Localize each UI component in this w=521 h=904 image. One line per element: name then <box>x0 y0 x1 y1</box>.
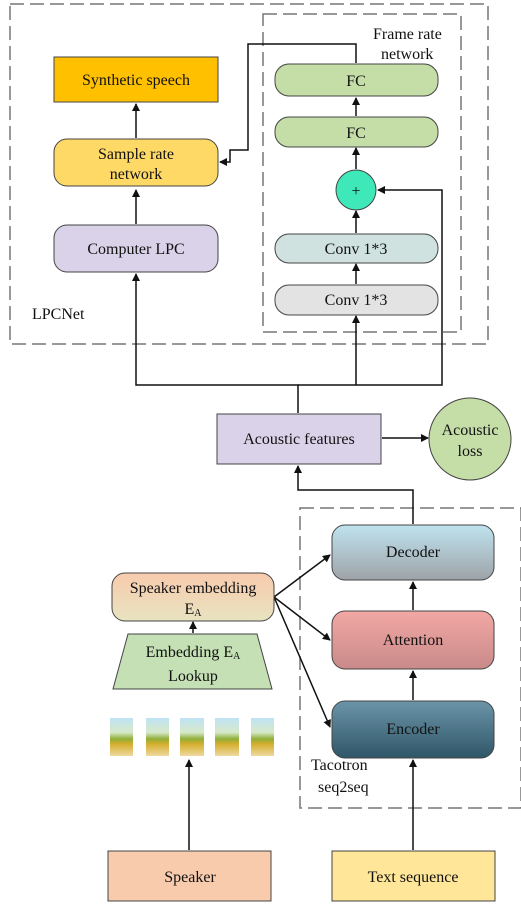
compute-lpc-label: Computer LPC <box>87 241 184 258</box>
encoder-label: Encoder <box>386 721 440 738</box>
encoder-box <box>331 700 495 759</box>
conv-top-label: Conv 1*3 <box>325 241 388 258</box>
add-node <box>335 169 377 211</box>
arrow-fc-to-sample-rate <box>219 43 357 166</box>
fc-bottom-box <box>274 116 439 148</box>
arrow-embedding-to-encoder <box>273 596 331 728</box>
synthetic-speech-box <box>53 56 219 103</box>
attention-box <box>331 610 495 670</box>
decoder-box <box>331 524 495 581</box>
acoustic-loss-label-line2: loss <box>458 443 483 460</box>
text-sequence-label: Text sequence <box>368 869 459 886</box>
acoustic-loss-label-line1: Acoustic <box>442 422 499 439</box>
sample-rate-network-label-line1: Sample rate <box>98 146 174 163</box>
speaker-frame-icon <box>251 718 274 756</box>
frame-rate-network-border <box>262 13 462 333</box>
connectors <box>132 43 443 850</box>
acoustic-features-label: Acoustic features <box>243 431 355 448</box>
attention-label: Attention <box>383 632 443 649</box>
tacotron-label-line2: seq2seq <box>318 779 369 796</box>
add-node-label: + <box>351 183 360 200</box>
fc-top-box <box>274 63 439 97</box>
lpcnet-group-label: LPCNet <box>32 306 85 323</box>
speaker-embedding-box <box>111 572 275 622</box>
speaker-frame-icon <box>110 718 133 756</box>
speaker-box <box>107 850 272 902</box>
arrow-features-to-add <box>298 186 443 386</box>
speaker-embedding-label-line1: Speaker embedding <box>130 580 257 597</box>
arrow-decoder-to-features <box>294 465 414 524</box>
lpcnet-group-border <box>9 3 489 345</box>
speaker-frame-icon <box>146 718 169 756</box>
speaker-frames <box>110 718 274 756</box>
arrow-embedding-to-attention <box>273 596 331 641</box>
embedding-lookup-label-line2: Lookup <box>168 668 218 685</box>
decoder-label: Decoder <box>386 544 441 561</box>
speaker-embedding-label-line2: EA <box>184 601 202 619</box>
conv-bottom-label: Conv 1*3 <box>325 292 388 309</box>
speaker-frame-icon <box>215 718 239 756</box>
embedding-lookup-label-line1: Embedding EA <box>146 644 242 662</box>
sample-rate-network-box <box>53 138 219 187</box>
fc-top-label: FC <box>346 73 366 90</box>
speaker-label: Speaker <box>164 869 216 886</box>
sample-rate-network-label-line2: network <box>110 166 162 183</box>
text-sequence-box <box>331 850 496 902</box>
speaker-frame-icon <box>180 718 204 756</box>
frame-rate-network-label-line2: network <box>381 46 433 63</box>
acoustic-loss-node <box>428 397 512 481</box>
acoustic-features-box <box>216 413 382 465</box>
synthetic-speech-label: Synthetic speech <box>82 72 190 89</box>
frame-rate-network-label-line1: Frame rate <box>373 26 442 43</box>
tacotron-label-line1: Tacotron <box>311 757 368 774</box>
arrow-embedding-to-decoder <box>273 554 331 598</box>
conv-bottom-box <box>274 284 439 316</box>
conv-top-box <box>274 233 439 264</box>
fc-bottom-label: FC <box>346 125 366 142</box>
arrow-features-to-lpc <box>132 273 299 413</box>
compute-lpc-box <box>53 224 219 273</box>
embedding-lookup-box <box>112 633 273 690</box>
